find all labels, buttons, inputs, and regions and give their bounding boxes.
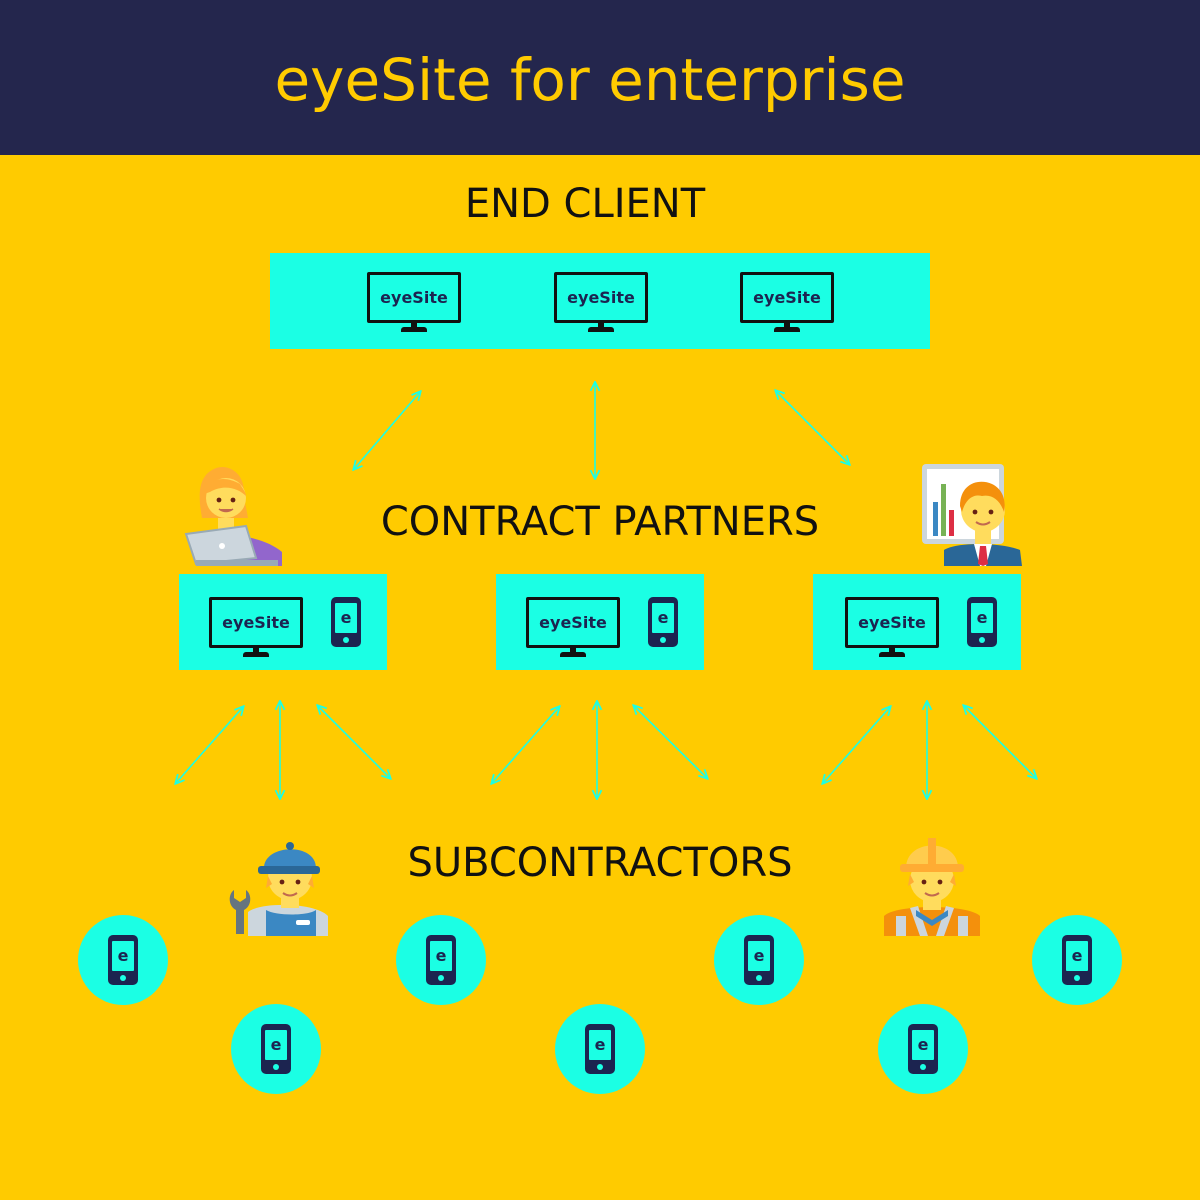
phone-label: e: [589, 1030, 611, 1060]
phone-label: e: [652, 603, 674, 633]
woman-laptop-icon: [184, 466, 282, 566]
man-presenter-icon: [922, 464, 1022, 566]
phone-label: e: [335, 603, 357, 633]
contract-partners-label: CONTRACT PARTNERS: [380, 499, 820, 545]
phone-icon: e: [967, 597, 997, 647]
monitor-label: eyeSite: [222, 613, 290, 632]
monitor-label: eyeSite: [753, 288, 821, 307]
page-title: eyeSite for enterprise: [274, 46, 906, 114]
monitor-label: eyeSite: [567, 288, 635, 307]
end-client-box: eyeSite eyeSite eyeSite: [270, 253, 930, 349]
arrow: [492, 707, 559, 783]
phone-label: e: [1066, 941, 1088, 971]
monitor-icon: eyeSite: [526, 597, 620, 659]
partner-box: eyeSite e: [813, 574, 1021, 670]
phone-icon: e: [648, 597, 678, 647]
phone-label: e: [265, 1030, 287, 1060]
monitor-label: eyeSite: [380, 288, 448, 307]
subcontractor-node: e: [555, 1004, 645, 1094]
mechanic-icon: [229, 842, 328, 936]
subcontractors-label: SUBCONTRACTORS: [407, 840, 793, 886]
phone-icon: e: [426, 935, 456, 985]
subcontractor-node: e: [1032, 915, 1122, 1005]
monitor-icon: eyeSite: [740, 272, 834, 334]
phone-icon: e: [108, 935, 138, 985]
phone-label: e: [430, 941, 452, 971]
monitor-icon: eyeSite: [554, 272, 648, 334]
arrow: [634, 706, 707, 778]
subcontractor-node: e: [714, 915, 804, 1005]
subcontractor-node: e: [878, 1004, 968, 1094]
monitor-label: eyeSite: [539, 613, 607, 632]
phone-label: e: [112, 941, 134, 971]
phone-icon: e: [908, 1024, 938, 1074]
subcontractor-node: e: [78, 915, 168, 1005]
arrow: [176, 707, 243, 783]
monitor-icon: eyeSite: [367, 272, 461, 334]
monitor-label: eyeSite: [858, 613, 926, 632]
phone-label: e: [912, 1030, 934, 1060]
subcontractor-node: e: [396, 915, 486, 1005]
monitor-icon: eyeSite: [209, 597, 303, 659]
monitor-icon: eyeSite: [845, 597, 939, 659]
arrow: [964, 706, 1036, 778]
partner-box: eyeSite e: [496, 574, 704, 670]
phone-label: e: [971, 603, 993, 633]
end-client-label: END CLIENT: [464, 181, 706, 227]
arrow: [318, 706, 390, 778]
phone-icon: e: [744, 935, 774, 985]
partner-box: eyeSite e: [179, 574, 387, 670]
header-bar: [0, 0, 1200, 155]
subcontractor-node: e: [231, 1004, 321, 1094]
phone-label: e: [748, 941, 770, 971]
phone-icon: e: [1062, 935, 1092, 985]
arrow: [354, 392, 420, 469]
phone-icon: e: [261, 1024, 291, 1074]
arrow: [776, 391, 849, 464]
arrow: [823, 707, 890, 783]
phone-icon: e: [331, 597, 361, 647]
phone-icon: e: [585, 1024, 615, 1074]
construction-worker-icon: [884, 838, 980, 936]
